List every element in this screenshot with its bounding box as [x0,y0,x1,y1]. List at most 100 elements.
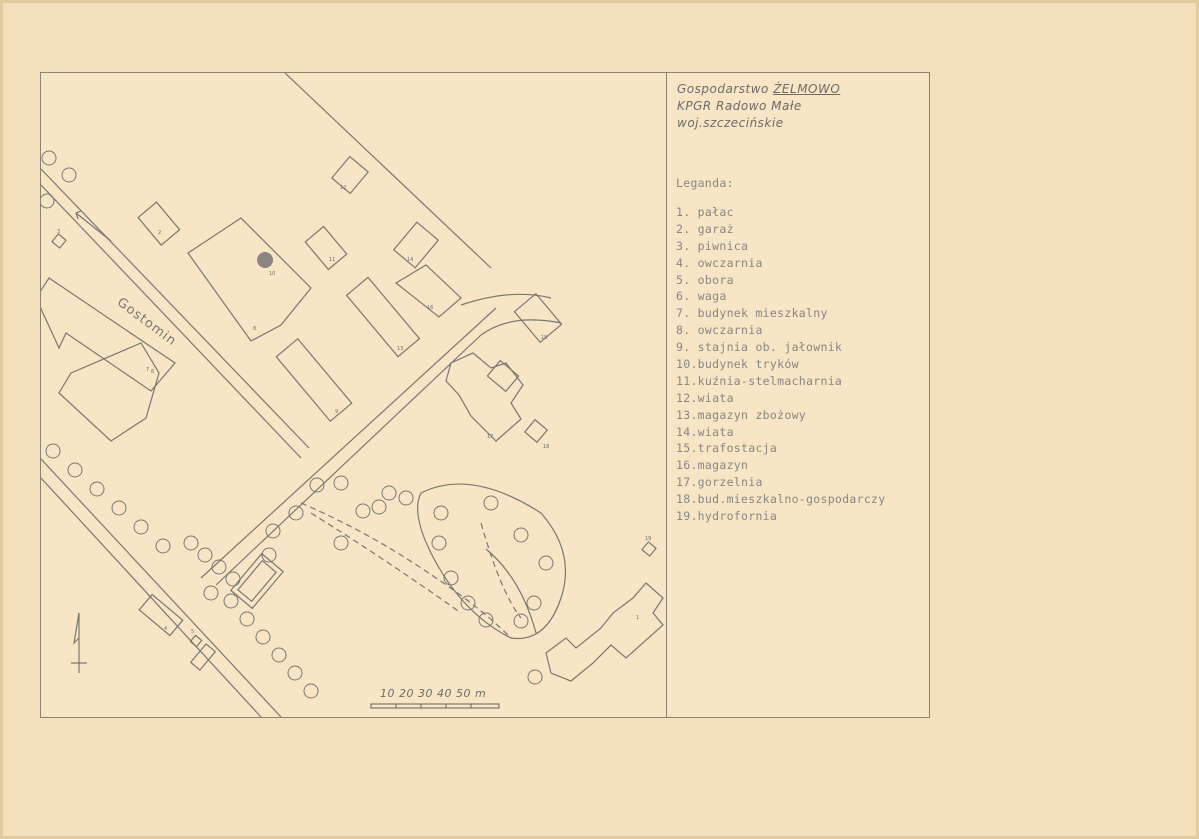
tree-symbol [431,535,447,551]
tree-symbol [513,527,529,543]
building-12 [330,155,370,195]
legend-item: 11.kuźnia-stelmacharnia [676,373,843,388]
park-path [480,522,522,619]
legend-item: 4. owczarnia [676,255,763,270]
tree-symbol [261,547,277,563]
street-arrow [75,212,112,242]
building-number: 9 [335,409,338,415]
tree-symbol [271,647,287,663]
building-number: 15 [541,335,547,341]
road-curve [480,319,562,336]
legend-item: 14.wiata [676,424,734,439]
tree-symbol [265,523,281,539]
tree-symbol [197,547,213,563]
building-5 [189,634,203,648]
title-block: Gospodarstwo ŻELMOWO KPGR Radowo Małe wo… [677,81,927,132]
legend-item: 16.magazyn [676,458,749,473]
tree-symbol [538,555,554,571]
tree-symbol [433,505,449,521]
tree-symbol [303,683,319,699]
tree-symbol [398,490,414,506]
park-path [310,512,462,614]
building-number: 12 [340,185,346,191]
title-line-3: woj.szczecińskie [677,116,784,130]
building-numbers: 1 2 3 4 5 6 7 8 9 10 11 12 13 14 15 16 1… [57,185,651,635]
tree-symbol [225,571,241,587]
building-number: 16 [427,305,433,311]
building-number: 14 [407,257,413,263]
tree-symbol [41,150,57,166]
building-9 [275,337,353,423]
legend-item: 13.magazyn zbożowy [676,407,807,422]
panel-divider [666,73,667,717]
legend-item: 2. garaż [676,221,734,236]
tree-symbol [483,495,499,511]
park-path [485,548,537,634]
building-13 [345,276,421,358]
tree-symbol [527,669,543,685]
building-11 [304,225,348,271]
legend-item: 12.wiata [676,390,734,405]
building-18 [523,418,549,444]
road-edge [41,458,282,717]
tree-symbol [526,595,542,611]
tree-symbol [61,167,77,183]
scale-label: 10 20 30 40 50 m [380,687,487,700]
building-number: 17 [487,434,493,440]
title-line-1: Gospodarstwo ŻELMOWO [677,81,927,98]
legend-item: 18.bud.mieszkalno-gospodarczy [676,492,886,507]
legend-item: 17.gorzelnia [676,475,763,490]
legend-item: 6. waga [676,289,727,304]
building-7 [41,277,176,392]
pond [230,552,284,610]
tree-symbol [183,535,199,551]
road-edge [41,168,310,449]
tree-symbol [89,481,105,497]
site-plan-map: 1 2 3 4 5 6 7 8 9 10 11 12 13 14 15 16 1… [41,73,664,717]
building-number: 1 [636,615,639,621]
building-3 [51,233,67,249]
tree-symbol [478,612,494,628]
building-number: 19 [645,536,651,542]
tree-symbol [513,613,529,629]
north-arrow-head [73,612,80,645]
tree-symbol [111,500,127,516]
building-19 [641,541,657,557]
road-edge [200,307,497,579]
building-2 [137,201,181,246]
tree-symbol [239,611,255,627]
farm-prefix: Gospodarstwo [677,82,769,96]
park-oval [417,483,567,640]
farm-name: ŻELMOWO [773,82,841,96]
legend-item: 1. pałac [676,205,734,219]
tree-symbol [381,485,397,501]
tree-symbol [41,193,55,209]
building-6 [189,643,217,671]
tree-symbol [355,503,371,519]
tree-symbol [67,462,83,478]
building-number: 5 [191,629,194,635]
building-8 [187,217,312,342]
legend-item: 19.hydrofornia [676,509,778,524]
building-17b [486,359,520,393]
building-number: 6 [151,369,154,375]
building-1 [545,582,664,682]
building-7b [58,342,160,442]
pond-inner [237,559,277,603]
park-path [300,502,512,639]
tree-symbol [443,570,459,586]
building-number: 7 [146,367,149,373]
tree-symbol [287,665,303,681]
legend-item: 8. owczarnia [676,323,763,338]
tree-symbol [45,443,61,459]
title-line-2: KPGR Radowo Małe [677,99,802,113]
tree-symbol [333,535,349,551]
tree-symbol [155,538,171,554]
tree-symbol [211,559,227,575]
road-edge [41,184,302,459]
tree-symbol [133,519,149,535]
building-4 [138,593,184,637]
tree-symbol [223,593,239,609]
building-16-area [394,264,462,318]
